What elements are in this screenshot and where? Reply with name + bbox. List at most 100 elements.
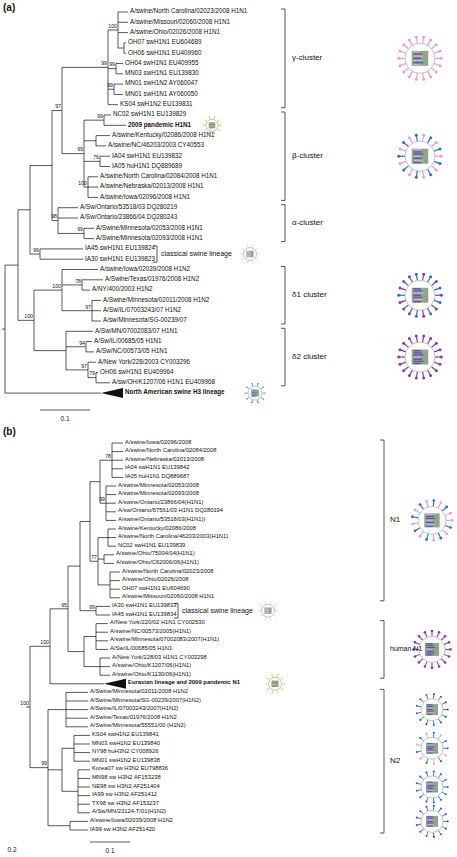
spike-head xyxy=(260,605,261,606)
gene-segment xyxy=(427,750,434,752)
branch-line xyxy=(58,233,84,234)
spike-head xyxy=(402,280,405,283)
spike xyxy=(421,505,424,509)
spike xyxy=(427,502,428,507)
spike xyxy=(428,41,431,46)
spike xyxy=(431,68,435,71)
taxon-label: A/Swine/Minnesota/SG-00239/2007(H1N2) xyxy=(90,698,201,704)
bootstrap-value: 79 xyxy=(89,371,95,376)
taxon-label: IA45 swH1N1 EU139824 xyxy=(85,245,155,251)
spike xyxy=(404,45,408,48)
virus-icon xyxy=(411,499,453,541)
spike-head xyxy=(429,337,432,340)
spike-head xyxy=(425,801,427,803)
spike xyxy=(246,393,248,394)
spike-head xyxy=(262,387,263,388)
spike-head xyxy=(425,500,428,503)
spike-head xyxy=(448,641,451,644)
genome-box xyxy=(412,288,429,303)
spike-head xyxy=(422,78,425,81)
taxon-label: A/Sw/IL/00685/05 H1N1 xyxy=(110,646,172,652)
spike xyxy=(401,350,406,352)
spike-head xyxy=(444,661,447,664)
gene-segment xyxy=(413,153,423,154)
spike-head xyxy=(435,280,438,283)
branch-line xyxy=(100,666,110,667)
gene-segment xyxy=(247,256,250,258)
spike-head xyxy=(397,294,400,297)
taxon-label: IA04 swH1N1 EU139842 xyxy=(125,465,189,471)
branch-line xyxy=(50,683,104,684)
spike-head xyxy=(439,537,442,540)
gene-segment xyxy=(272,684,276,686)
gene-segment xyxy=(272,686,275,688)
scale-bar xyxy=(40,410,90,411)
gene-segment xyxy=(413,51,420,52)
gene-segment xyxy=(413,356,420,357)
spike-head xyxy=(398,286,401,289)
spike-head xyxy=(416,817,418,819)
branch-line xyxy=(62,284,82,285)
spike-head xyxy=(425,806,427,808)
spike-head xyxy=(402,141,405,144)
spike xyxy=(422,337,424,342)
spike-head xyxy=(445,740,447,742)
spike-head xyxy=(264,619,265,620)
branch-line xyxy=(84,120,104,121)
clade-bracket xyxy=(281,328,285,386)
spike-head xyxy=(445,532,448,535)
taxon-label: OH07 swH1N1 EU604689 xyxy=(128,39,202,45)
branch-line xyxy=(82,279,103,280)
taxon-label: KS04 swH1N2 EU139841 xyxy=(92,732,159,738)
spike-head xyxy=(449,512,452,515)
spike-head xyxy=(419,796,421,798)
bootstrap-value: 100 xyxy=(108,24,117,29)
bracket-line xyxy=(281,200,285,201)
branch-line xyxy=(96,135,110,136)
branch-line xyxy=(62,67,108,68)
spike-head xyxy=(429,173,432,176)
branch-line xyxy=(98,537,108,538)
branch-line xyxy=(84,140,96,141)
spike xyxy=(443,709,447,710)
taxon-label: NC02 swH1N1 EU139839 xyxy=(118,543,185,549)
spike xyxy=(442,703,445,705)
spike-head xyxy=(438,631,441,634)
branch-line xyxy=(98,559,104,560)
spike xyxy=(438,533,440,537)
spike-head xyxy=(439,162,442,165)
collapsed-clade xyxy=(104,679,126,689)
spike xyxy=(431,143,435,146)
branch-line xyxy=(88,377,96,378)
spike xyxy=(404,143,408,146)
branch-line xyxy=(118,12,128,13)
gene-segment xyxy=(209,123,212,125)
spike xyxy=(416,654,420,656)
spike-head xyxy=(411,515,414,518)
virus-envelope xyxy=(421,737,443,759)
spike xyxy=(217,129,219,130)
branch-line xyxy=(108,104,118,105)
spike xyxy=(268,679,270,680)
spike-head xyxy=(445,701,447,703)
spike-head xyxy=(432,539,435,542)
gene-segment xyxy=(413,363,420,364)
spike xyxy=(435,356,440,357)
gene-segment xyxy=(252,392,255,394)
gene-segment xyxy=(272,681,276,683)
cluster-label: classical swine lineage xyxy=(182,607,253,614)
taxon-label: MN03 swH1N1 EU139830 xyxy=(125,70,199,76)
spike xyxy=(404,305,408,308)
spike-head xyxy=(432,499,435,502)
scale-label: 0.1 xyxy=(105,848,114,855)
taxon-label: KS04 swH1N2 EU139831 xyxy=(120,101,192,107)
spike-head xyxy=(257,248,258,249)
branch-line xyxy=(110,597,120,598)
gene-segment xyxy=(427,783,433,785)
branch-line xyxy=(30,165,52,166)
taxon-label: A/swine/Kentucky/02086/2008 xyxy=(118,526,196,532)
bracket-line xyxy=(285,328,286,386)
spike xyxy=(422,310,424,315)
spike-head xyxy=(429,38,432,41)
gene-segment xyxy=(413,290,422,291)
